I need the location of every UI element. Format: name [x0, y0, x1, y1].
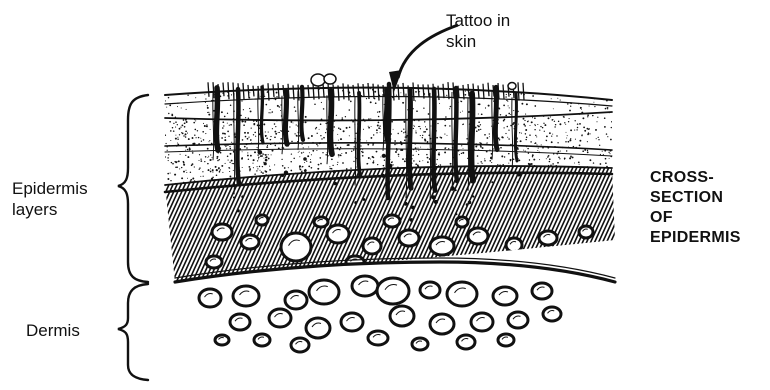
epidermis-layers-label: Epidermis layers — [12, 178, 88, 220]
epidermis-bracket — [118, 95, 148, 282]
dermis-bracket — [118, 284, 148, 380]
diagram-title: CROSS- SECTION OF EPIDERMIS — [650, 168, 741, 248]
tattoo-label: Tattoo in skin — [446, 10, 510, 52]
bracket-lines — [118, 95, 148, 380]
dermis-cells — [199, 276, 561, 352]
dermis-label: Dermis — [26, 320, 80, 341]
